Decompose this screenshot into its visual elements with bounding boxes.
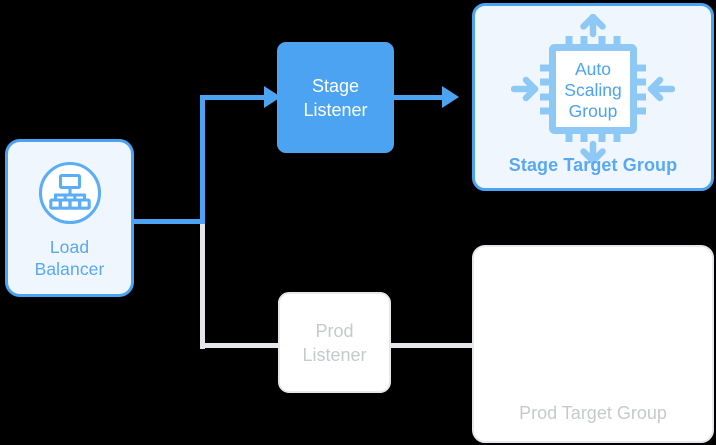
load-balancer-label-line2: Balancer: [34, 259, 105, 279]
connector-load-balancer-to-stage-listener-horizontal: [200, 95, 266, 100]
connector-prod-listener-to-prod-target-group: [388, 343, 476, 348]
connector-load-balancer-to-prod-listener-horizontal: [200, 343, 282, 348]
connector-stage-listener-to-stage-target-group: [392, 95, 444, 100]
arrowhead-into-stage-listener: [264, 86, 281, 108]
node-load-balancer[interactable]: Load Balancer: [5, 139, 134, 297]
stage-target-group-label: Stage Target Group: [508, 155, 678, 175]
node-prod-listener[interactable]: Prod Listener: [278, 292, 391, 393]
node-stage-target-group[interactable]: Auto Scaling Group Stage Target Group: [472, 3, 714, 191]
load-balancer-label-line1: Load: [49, 237, 90, 257]
connector-load-balancer-to-stage-listener-vertical: [200, 95, 205, 224]
auto-scaling-group-chip-icon: Auto Scaling Group: [511, 14, 675, 164]
svg-text:Auto: Auto: [575, 59, 611, 79]
stage-listener-label-line2: Listener: [303, 99, 368, 120]
svg-text:Group: Group: [569, 101, 618, 121]
prod-listener-label-line2: Listener: [302, 344, 367, 365]
load-balancer-label: Load Balancer: [35, 236, 105, 280]
prod-listener-label-line1: Prod: [315, 320, 354, 341]
load-balancer-hierarchy-icon: [33, 156, 107, 230]
connector-load-balancer-out-horizontal: [131, 219, 205, 224]
stage-listener-label-line1: Stage: [311, 75, 360, 96]
svg-text:Scaling: Scaling: [564, 80, 621, 100]
node-stage-listener[interactable]: Stage Listener: [277, 42, 394, 153]
connector-load-balancer-to-prod-listener-vertical: [200, 221, 205, 349]
arrowhead-into-stage-target-group: [442, 86, 459, 108]
prod-listener-label: Prod Listener: [302, 319, 366, 367]
node-prod-target-group[interactable]: Prod Target Group: [472, 245, 714, 443]
stage-listener-label: Stage Listener: [303, 74, 367, 122]
prod-target-group-label: Prod Target Group: [519, 403, 667, 423]
